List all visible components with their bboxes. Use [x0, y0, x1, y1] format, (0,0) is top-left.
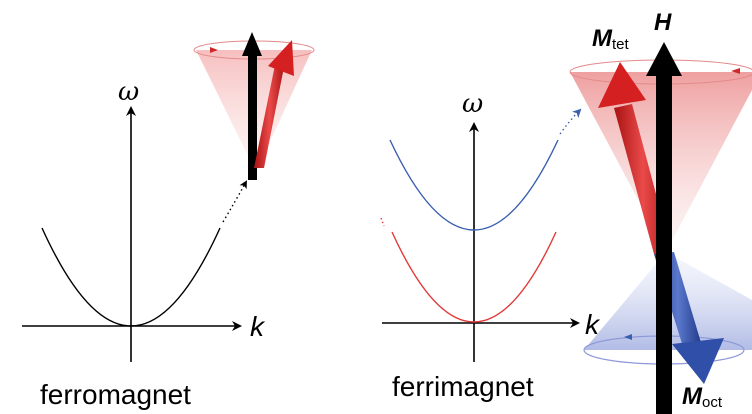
ferrimagnet-panel: ω k ferrimagnet H Mtet Moct — [381, 9, 752, 414]
right-dotted-pointer — [560, 110, 580, 134]
m-tet-sub: tet — [612, 36, 630, 53]
m-oct-main: M — [682, 383, 703, 410]
left-k-label: k — [250, 311, 266, 342]
m-tet-main: M — [592, 25, 613, 52]
left-omega-label: ω — [118, 77, 139, 107]
ferrimagnet-caption: ferrimagnet — [392, 371, 534, 402]
ferromagnet-panel: ω k ferromagnet — [22, 32, 314, 410]
left-dotted-pointer — [223, 182, 246, 222]
acoustic-dotted-tail — [381, 218, 384, 226]
right-k-label: k — [585, 309, 601, 340]
h-field-label: H — [654, 9, 672, 36]
m-tet-label: Mtet — [592, 25, 630, 53]
m-oct-label: Moct — [682, 383, 723, 411]
m-oct-sub: oct — [702, 394, 723, 411]
ferromagnet-caption: ferromagnet — [40, 379, 191, 410]
right-omega-label: ω — [462, 89, 483, 119]
